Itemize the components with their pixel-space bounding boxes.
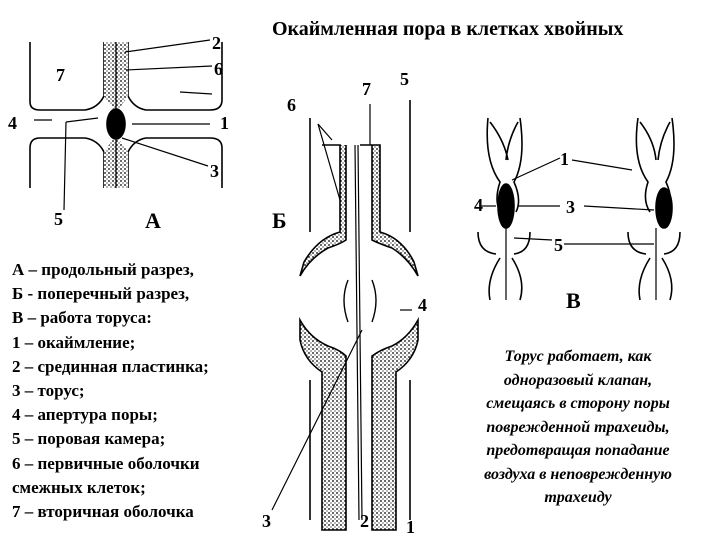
legend-item: смежных клеток; bbox=[12, 477, 146, 497]
note-line: поврежденной трахеиды, bbox=[486, 418, 670, 436]
panel-b-num-7: 7 bbox=[362, 79, 371, 99]
legend-item: 4 – апертура поры; bbox=[12, 405, 158, 425]
panel-a-lower-left-cell bbox=[29, 137, 105, 188]
legend-item: 3 – торус; bbox=[12, 381, 85, 401]
panel-a-upper-right-cell bbox=[127, 42, 223, 111]
torus-note: Торус работает, как одноразовый клапан, … bbox=[452, 345, 704, 510]
legend-item: 5 – поровая камера; bbox=[12, 429, 166, 449]
panel-c-num-5: 5 bbox=[554, 235, 563, 255]
legend-item: 2 – срединная пластинка; bbox=[12, 356, 209, 376]
legend-item: 6 – первичные оболочки bbox=[12, 453, 200, 473]
panel-b-right-lower-wall bbox=[371, 316, 419, 531]
note-line: предотвращая попадание bbox=[486, 442, 670, 459]
panel-b-num-1: 1 bbox=[406, 517, 415, 537]
panel-a-lower-right-cell bbox=[127, 137, 223, 188]
note-line: воздуха в неповрежденную bbox=[484, 465, 672, 483]
legend-item: 7 – вторичная оболочка bbox=[12, 502, 194, 522]
panel-a-upper-left-cell bbox=[29, 42, 105, 111]
panel-b-num-2: 2 bbox=[360, 511, 369, 531]
panel-b-left-upper-wall bbox=[299, 144, 347, 277]
note-line: одноразовый клапан, bbox=[503, 371, 653, 389]
panel-c-label: В bbox=[566, 288, 581, 313]
panel-b-num-6: 6 bbox=[287, 95, 296, 115]
panel-a-num-1: 1 bbox=[220, 113, 229, 133]
diagram-title: Окаймленная пора в клетках хвойных bbox=[272, 18, 624, 40]
panel-c-num-1: 1 bbox=[560, 149, 569, 169]
panel-b-pore-chamber bbox=[343, 279, 377, 323]
legend-item: А – продольный разрез, bbox=[12, 260, 194, 279]
panel-b-label: Б bbox=[272, 208, 287, 233]
note-line: трахеиду bbox=[544, 489, 612, 506]
panel-a-num-7: 7 bbox=[56, 65, 65, 85]
note-line: смещаясь в сторону поры bbox=[486, 395, 670, 412]
panel-a-num-5: 5 bbox=[54, 209, 63, 229]
legend-item: Б - поперечный разрез, bbox=[12, 284, 190, 304]
panel-b-num-4: 4 bbox=[418, 295, 427, 315]
panel-a-num-4: 4 bbox=[8, 113, 17, 133]
panel-a-torus bbox=[106, 108, 126, 140]
legend-item: 1 – окаймление; bbox=[12, 332, 136, 352]
panel-b-left-lower-wall bbox=[299, 316, 347, 531]
panel-c-right-torus bbox=[655, 187, 673, 229]
panel-a-num-6: 6 bbox=[214, 59, 223, 79]
panel-a-num-2: 2 bbox=[212, 33, 221, 53]
panel-c-left-torus bbox=[497, 183, 515, 229]
panel-b-right-upper-wall bbox=[360, 144, 419, 277]
panel-a-label: А bbox=[145, 208, 161, 233]
panel-c-num-4: 4 bbox=[474, 195, 483, 215]
panel-b-num-3: 3 bbox=[262, 511, 271, 531]
note-line: Торус работает, как bbox=[504, 348, 652, 365]
legend-list: А – продольный разрез, Б - поперечный ра… bbox=[12, 258, 209, 524]
panel-a-drawing bbox=[29, 39, 223, 211]
panel-c-num-3: 3 bbox=[566, 197, 575, 217]
legend-item: В – работа торуса: bbox=[12, 308, 152, 328]
panel-b-drawing bbox=[271, 100, 419, 531]
panel-a-num-3: 3 bbox=[210, 161, 219, 181]
panel-b-num-5: 5 bbox=[400, 69, 409, 89]
panel-b-middle-lamella bbox=[357, 144, 363, 521]
panel-c-drawing bbox=[477, 117, 681, 301]
